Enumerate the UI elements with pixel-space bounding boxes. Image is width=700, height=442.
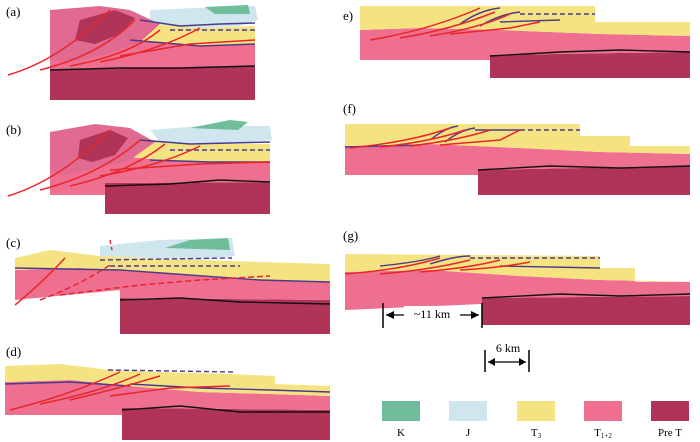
panel-e: e): [343, 6, 691, 78]
panel-d: (d): [4, 344, 331, 440]
panel-d-pret: [122, 408, 330, 440]
panel-a-horizon-1: [139, 19, 256, 27]
panel-e-horizon-4: [499, 19, 561, 23]
panel-e-fault-2: [399, 11, 496, 39]
legend-swatch-T3: [517, 401, 555, 421]
panel-e-pret: [490, 52, 690, 78]
legend-swatch-PreT: [651, 401, 689, 421]
panel-f: (f): [343, 101, 691, 195]
panel-f-fault-4: [439, 129, 521, 146]
legend-label-PreT: Pre T: [658, 427, 682, 439]
panel-a-fault-2: [39, 19, 136, 71]
panel-b-fault-2: [39, 139, 141, 191]
panel-d-horizon-1: [107, 369, 236, 373]
panel-d-t12: [5, 380, 330, 415]
panel-f-label: (f): [343, 101, 356, 116]
panel-g-fault-4: [459, 261, 531, 271]
panel-f-basement-line: [477, 165, 691, 171]
panel-c-fault-3: [59, 275, 271, 296]
panel-b-label: (b): [6, 122, 21, 137]
panel-a-horizon-3: [129, 39, 256, 47]
legend-label-T12: T1+2: [594, 427, 612, 440]
panel-b-j: [150, 126, 272, 144]
panel-c-horizon-1: [99, 257, 233, 261]
panel-e-fault-3: [429, 13, 511, 37]
panel-c: (c): [6, 235, 331, 334]
panel-c-fault-4: [109, 239, 113, 251]
panel-a-wedge-dark: [75, 10, 135, 44]
panel-d-fault-2: [39, 373, 141, 405]
panel-a-basement-line: [49, 65, 256, 71]
panel-b-basement-line: [104, 179, 271, 187]
panel-g-label: (g): [343, 228, 358, 243]
panel-a-fault-4: [99, 27, 201, 63]
panel-b-wedge-dark: [78, 130, 128, 162]
panel-f-pret: [478, 166, 690, 195]
panel-c-t12: [15, 268, 330, 300]
panel-c-label: (c): [6, 235, 20, 250]
panel-a-fault-1: [7, 9, 111, 76]
panel-c-fault-1: [14, 257, 66, 306]
panel-e-t12: [360, 28, 690, 60]
legend-label-J: J: [466, 427, 471, 439]
panel-b-fault-5: [109, 161, 271, 171]
panel-f-fault-2: [379, 129, 466, 148]
panel-a-pret: [50, 66, 255, 100]
panel-c-fault-2: [39, 264, 111, 301]
panel-c-horizon-3: [14, 267, 331, 283]
panel-g: (g) ~11 km 6 km: [343, 228, 691, 372]
panel-g-fault-1: [344, 257, 441, 275]
panel-b: (b): [6, 120, 272, 214]
scale-bar-long-label: ~11 km: [414, 307, 451, 321]
panel-b-fault-1: [7, 129, 111, 197]
panel-c-pret: [120, 298, 330, 334]
panel-d-horizon-3: [4, 381, 131, 387]
panel-f-t3: [345, 124, 690, 154]
panel-f-fault-3: [409, 129, 491, 147]
panel-d-fault-1: [9, 371, 121, 411]
panel-g-pret: [482, 296, 690, 325]
panel-a-fault-3: [69, 29, 161, 67]
panel-g-fault-3: [419, 259, 501, 273]
legend-swatch-K: [382, 401, 420, 421]
panel-d-fault-3: [69, 375, 161, 401]
legend-swatch-J: [449, 401, 487, 421]
legend-label-K: K: [397, 427, 405, 439]
panel-g-horizon-2: [429, 255, 471, 265]
panel-c-t3: [15, 250, 330, 282]
panel-a-k: [205, 5, 250, 14]
panel-d-fault-4: [109, 385, 231, 397]
legend-swatch-T12: [584, 401, 622, 421]
legend: K J T3 T1+2 Pre T: [382, 401, 689, 440]
panel-d-basement-line: [121, 405, 330, 413]
panel-c-k: [165, 238, 230, 250]
panel-d-label: (d): [6, 344, 21, 359]
scale-bar-short-label: 6 km: [496, 341, 521, 355]
panel-d-t3: [5, 364, 330, 396]
panel-e-fault-4: [449, 21, 541, 35]
panel-g-t12: [345, 270, 690, 310]
panel-g-basement-line: [481, 293, 691, 299]
scale-bar-long: ~11 km: [382, 303, 483, 328]
panel-b-fault-4: [99, 145, 201, 177]
panel-e-fault-1: [369, 7, 481, 41]
panel-g-horizon-4: [499, 265, 601, 269]
panel-b-pret: [105, 182, 270, 214]
panel-b-horizon-1: [139, 139, 271, 145]
panel-d-horizon-2: [129, 383, 331, 393]
panel-g-fault-2: [379, 259, 471, 275]
panel-f-fault-1: [349, 127, 451, 149]
panel-a-fault-5: [119, 39, 256, 57]
panel-b-k: [190, 120, 248, 130]
panel-a: (a): [6, 4, 258, 100]
panel-e-basement-line: [489, 49, 691, 57]
legend-label-T3: T3: [531, 427, 542, 440]
panel-c-basement-line: [119, 297, 331, 305]
panel-a-label: (a): [6, 4, 20, 19]
panel-e-label: e): [343, 8, 353, 23]
panel-e-horizon-1: [459, 7, 501, 25]
panel-g-horizon-1: [379, 255, 441, 267]
scale-bar-short: 6 km: [484, 341, 530, 372]
